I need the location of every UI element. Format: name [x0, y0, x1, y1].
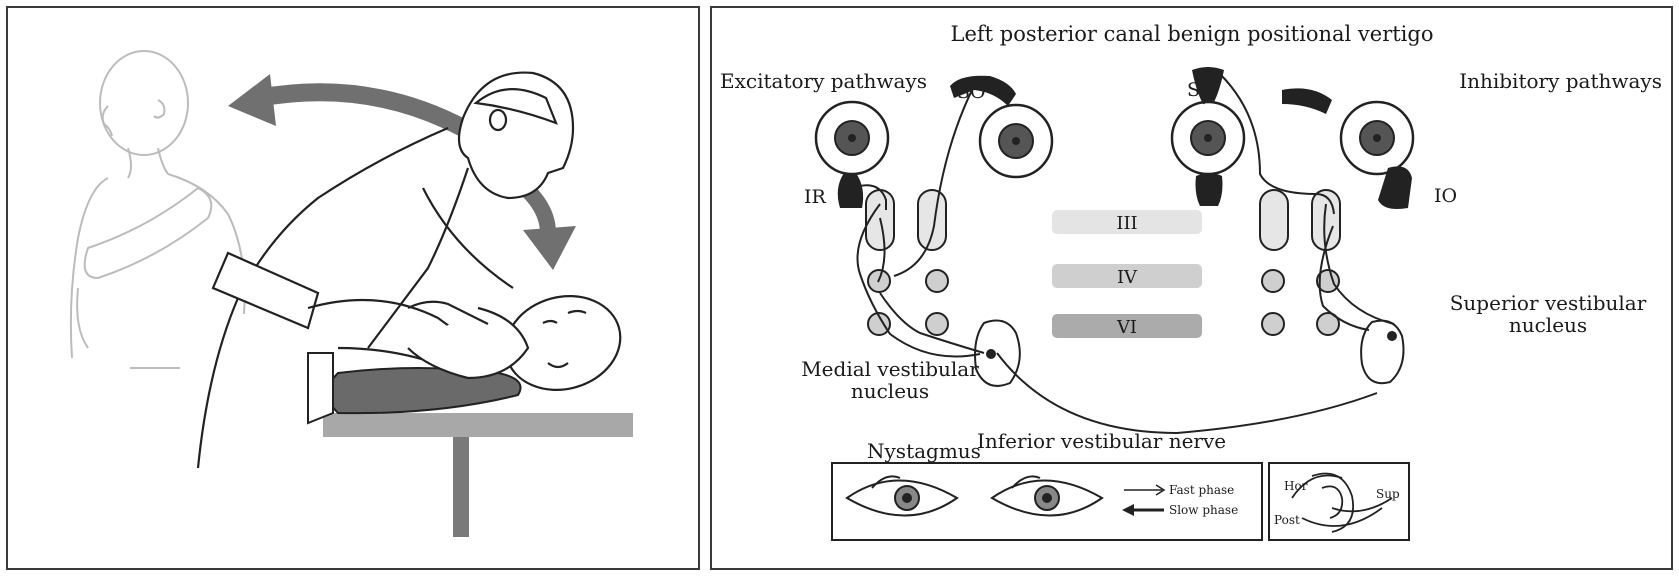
eye-right-2 — [1341, 102, 1413, 174]
legend-slow-phase: Slow phase — [1169, 503, 1238, 517]
inhibitory-pathways-label: Inhibitory pathways — [1459, 69, 1662, 93]
rotation-arrow — [228, 74, 463, 128]
diagram-title: Left posterior canal benign positional v… — [951, 22, 1434, 46]
medial-vestibular-label-line1: Medial vestibular — [801, 357, 979, 381]
medial-vestibular-label-line2: nucleus — [851, 379, 929, 403]
excitatory-pathways-label: Excitatory pathways — [720, 69, 927, 93]
canal-label-hor: Hor — [1284, 479, 1308, 493]
eye-right-1 — [1172, 102, 1244, 174]
nucleus-label-iv: IV — [1117, 267, 1138, 288]
pathway-diagram-panel: Left posterior canal benign positional v… — [710, 6, 1673, 570]
canal-label-post: Post — [1274, 513, 1300, 527]
canal-label-sup: Sup — [1376, 487, 1400, 501]
inferior-rectus-muscle — [838, 173, 863, 208]
nucleus-label-iii: III — [1116, 213, 1137, 234]
superior-vestibular-label-line2: nucleus — [1509, 313, 1587, 337]
nystagmus-label: Nystagmus — [867, 439, 981, 463]
legend-fast-phase: Fast phase — [1169, 483, 1234, 497]
canal-box: Hor Sup Post — [1269, 463, 1409, 540]
maneuver-illustration-panel — [6, 6, 700, 570]
muscle-label-io: IO — [1434, 185, 1457, 207]
dix-hallpike-illustration — [8, 8, 698, 568]
muscle-label-ir: IR — [804, 186, 827, 208]
eye-left-2 — [980, 105, 1052, 177]
superior-vestibular-label-line1: Superior vestibular — [1450, 291, 1647, 315]
bench — [308, 353, 333, 423]
eye-left-1 — [816, 102, 888, 174]
inferior-vestibular-nerve-label: Inferior vestibular nerve — [977, 429, 1226, 453]
exam-table — [323, 368, 633, 537]
inhibitory-muscle — [1282, 88, 1332, 114]
nucleus-label-vi: VI — [1116, 317, 1137, 338]
sitting-patient-figure — [71, 51, 245, 368]
bppv-pathway-diagram: Left posterior canal benign positional v… — [712, 8, 1671, 568]
nystagmus-box: Fast phase Slow phase — [832, 463, 1262, 540]
